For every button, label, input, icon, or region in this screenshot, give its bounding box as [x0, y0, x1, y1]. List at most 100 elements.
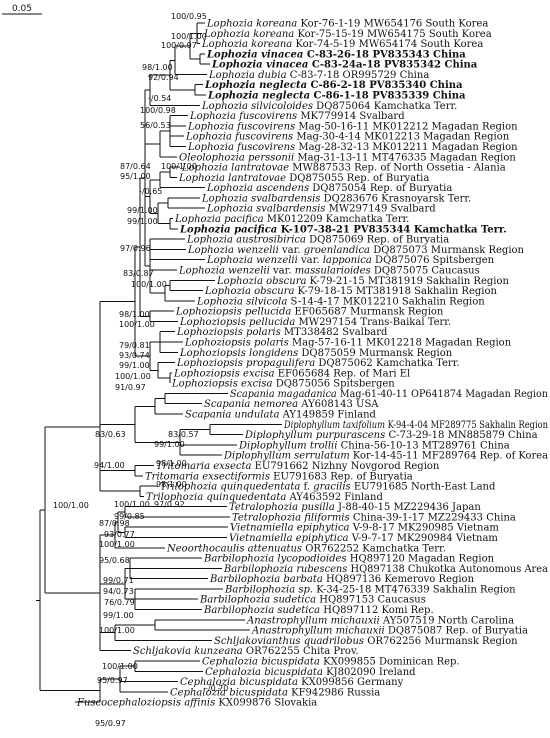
taxon-name: Lophozia fuscovirens — [187, 121, 295, 132]
taxon-record: HQ897112 Komi Rep. — [320, 605, 434, 616]
support-value: 100/1.00 — [99, 540, 135, 549]
taxon-record: EU791685 North-East Land — [351, 482, 496, 493]
taxon-label: Cephalozia bicuspidata KX099856 Germany — [180, 677, 404, 688]
taxon-name: Barbilophozia sp. — [224, 584, 313, 595]
taxon-record: HQ897153 Caucasus — [316, 595, 426, 606]
taxon-name: Lophozia wenzelii — [187, 245, 279, 256]
taxon-record: DQ875062 Kamchatka Terr. — [315, 358, 459, 369]
taxon-label: Scapania undulata AY149859 Finland — [185, 410, 377, 421]
support-value: 83/0.87 — [123, 269, 154, 278]
taxon-name: Cephalozia bicuspidata — [202, 656, 320, 667]
support-value: 95/0.97 — [95, 719, 126, 728]
support-value: 83/0.57 — [168, 430, 199, 439]
taxon-record: HQ897138 Chukotka Autonomous Area — [347, 564, 548, 575]
taxon-record: OR762256 Murmansk Region — [364, 636, 518, 647]
taxon-label: Lophozia silvicola S-14-4-17 MK012210 Sa… — [196, 296, 485, 307]
taxon-name: Scapania magadanica — [230, 389, 337, 400]
taxon-name: Lophozia obscura — [204, 286, 295, 297]
taxon-label: Vietnamiella epiphytica V-9-8-17 MK29098… — [230, 523, 499, 534]
taxon-name: Lophozia dubia — [208, 70, 287, 81]
taxon-label: Lophoziopsis polaris Mag-57-16-11 MK0122… — [184, 337, 512, 348]
taxon-label: Trilophozia quinquedentata f. gracilis E… — [160, 482, 496, 493]
taxon-name: Barbilophozia sudetica — [203, 605, 320, 616]
support-value: 93/0.74 — [119, 351, 150, 360]
taxon-record: EF065684 Rep. of Mari El — [275, 368, 411, 379]
taxon-name: Diplophyllum serrulatum — [223, 451, 350, 462]
taxon-name: Schljakovia kunzeana — [133, 646, 243, 657]
support-value: 79/0.81 — [119, 341, 150, 350]
support-value: 98/1.00 — [156, 480, 187, 489]
taxon-label: Anastrophyllum michauxii DQ875087 Rep. o… — [251, 626, 528, 637]
taxon-name: Lophoziopsis propagulifera — [176, 358, 315, 369]
scale-bar-label: 0.05 — [12, 4, 32, 14]
taxon-labels: Lophozia koreana Kor-76-1-19 MW654176 So… — [76, 19, 549, 709]
infra-rank: var. — [270, 265, 295, 276]
taxon-record: K-79-18-15 MT381918 Sakhalin Region — [294, 286, 497, 297]
taxon-label: Lophozia svalbardensis MW297149 Svalbard — [206, 204, 436, 215]
taxon-record: DQ875056 Spitsbergen — [273, 379, 396, 390]
taxon-name: Fuscocephaloziopsis affinis — [76, 698, 215, 709]
taxon-name: Diplophyllum purpurascens — [244, 430, 385, 441]
taxon-name: Lophozia pacifica — [179, 224, 277, 235]
support-value: 100/1.00 — [114, 500, 150, 509]
support-value: 92/0.94 — [148, 73, 179, 82]
taxon-name: Lophozia lantratovae — [181, 163, 289, 174]
taxon-label: Scapania nemorea AY608143 USA — [204, 399, 379, 410]
taxon-record: MK779914 Svalbard — [297, 111, 405, 122]
taxon-name: Lophozia svalbardensis — [201, 193, 320, 204]
support-value: 99/0.71 — [103, 576, 134, 585]
taxon-name: Lophoziopsis excisa — [171, 379, 273, 390]
taxon-label: Diplophyllum purpurascens C-73-29-18 MN8… — [244, 430, 538, 441]
taxon-record: KX099876 Slovakia — [215, 698, 317, 709]
support-value: 95/1.00 — [120, 172, 151, 181]
taxon-label: Barbilophozia sp. K-34-25-18 MT476339 Sa… — [224, 584, 516, 595]
taxon-label: Fuscocephaloziopsis affinis KX099876 Slo… — [76, 698, 317, 709]
support-value: 100/1.00 — [161, 162, 197, 171]
taxon-name: Vietnamiella epiphytica — [230, 523, 350, 534]
taxon-name: Anastrophyllum michauxii — [251, 626, 385, 637]
taxon-record: K-107-38-21 PV835344 Kamchatka Terr. — [277, 224, 506, 235]
support-value: 97/0.92 — [154, 500, 185, 509]
support-value: 100/1.00 — [115, 372, 151, 381]
support-value: 100/0.98 — [140, 106, 176, 115]
taxon-label: Lophozia lantratovae DQ875055 Rep. of Bu… — [178, 173, 429, 184]
taxon-record: Mag-61-40-11 OP641874 Magadan Region — [337, 389, 549, 400]
taxon-label: Lophozia dubia C-83-7-18 OR995729 China — [208, 70, 429, 81]
taxon-label: Lophozia obscura K-79-21-15 MT381919 Sak… — [216, 276, 509, 287]
taxon-record: OR762255 Chita Prov. — [243, 646, 359, 657]
taxon-label: Lophozia koreana Kor-75-15-19 MW654175 S… — [203, 29, 492, 40]
taxon-name: Lophozia silvicola — [196, 296, 287, 307]
taxon-record: EF065687 Murmansk Region — [291, 307, 444, 318]
taxon-record: MT338482 Svalbard — [281, 327, 388, 338]
taxon-name: Trilophozia quinquedentata — [160, 482, 300, 493]
taxon-name: Lophoziopsis excisa — [173, 368, 275, 379]
taxon-label: Lophozia wenzelii var. lapponica DQ87507… — [206, 255, 495, 266]
taxon-name: Vietnamiella epiphytica — [229, 533, 349, 544]
taxon-record: AY149859 Finland — [279, 410, 376, 421]
taxon-record: Kor-74-5-19 MW654174 South Korea — [292, 39, 483, 50]
taxon-record: HQ897120 Magadan Region — [347, 554, 495, 565]
taxon-record: AY507519 North Carolina — [380, 615, 514, 626]
taxon-label: Vietnamiella epiphytica V-9-7-17 MK29098… — [229, 533, 498, 544]
taxon-name: Barbilophozia rubescens — [223, 564, 347, 575]
taxon-record: KJ802090 Ireland — [323, 667, 416, 678]
taxon-label: Lophoziopsis propagulifera DQ875062 Kamc… — [176, 358, 460, 369]
taxon-record: DQ875073 Murmansk Region — [370, 245, 525, 256]
taxon-label: Lophozia koreana Kor-74-5-19 MW654174 So… — [201, 39, 483, 50]
taxon-name: Trilophozia quinquedentata — [146, 492, 286, 503]
taxon-label: Lophozia fuscovirens Mag-50-16-11 MK0122… — [187, 121, 518, 132]
taxon-name: Lophoziopsis longidens — [179, 348, 298, 359]
support-value: 83/0.63 — [95, 430, 126, 439]
taxon-name: Oleolophozia perssonii — [179, 152, 294, 163]
taxon-record: Mag-50-16-11 MK012212 Magadan Region — [295, 121, 518, 132]
taxon-name: Lophozia wenzelii — [206, 255, 298, 266]
taxon-label: Schljakovia kunzeana OR762255 Chita Prov… — [133, 646, 359, 657]
taxon-label: Cephalozia bicuspidata KF942986 Russia — [170, 687, 380, 698]
taxon-name: Barbilophozia lycopodioides — [203, 554, 347, 565]
taxon-record: KX099856 Germany — [298, 677, 404, 688]
support-value: 94/0.73 — [103, 587, 134, 596]
support-value: 100/1.00 — [131, 280, 167, 289]
support-value: 95/0.68 — [99, 556, 130, 565]
taxon-record: DQ875075 Caucasus — [371, 265, 480, 276]
taxon-record: C-86-1-18 PV835339 China — [310, 91, 466, 102]
